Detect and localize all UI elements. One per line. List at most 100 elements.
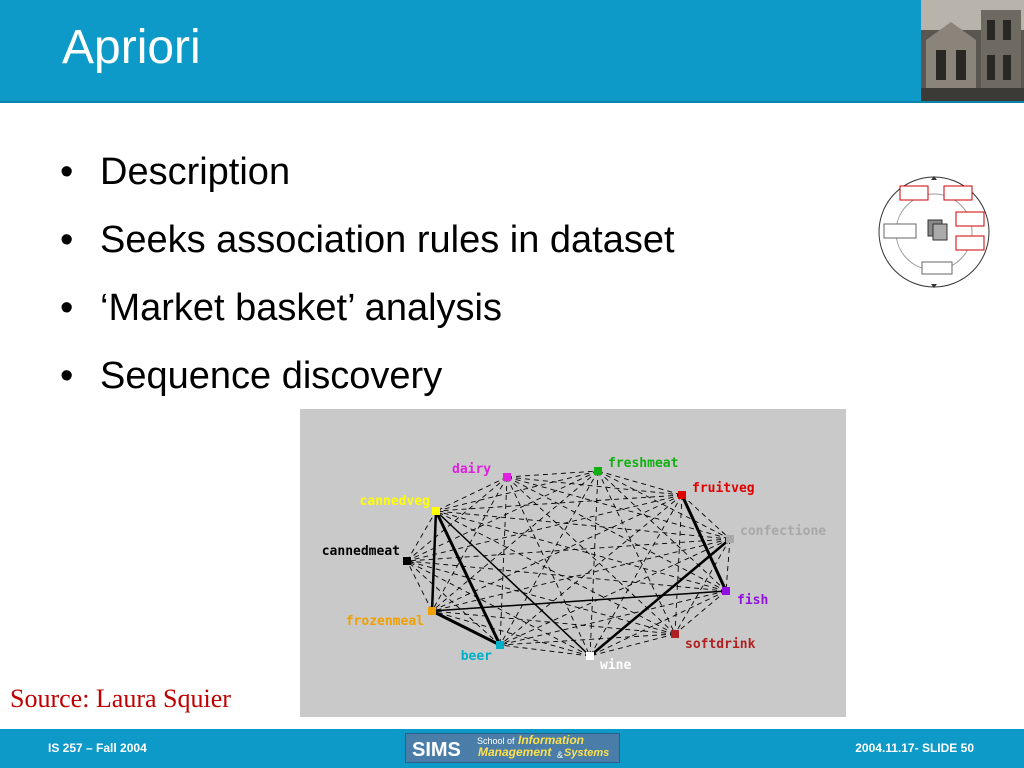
graph-node-marker: [586, 652, 594, 660]
graph-node-label: fish: [737, 593, 768, 608]
sims-logo-school-of: School of: [477, 736, 515, 746]
building-photo: [921, 0, 1024, 103]
sims-logo: SIMS School of Information Management & …: [405, 733, 620, 763]
association-edge-strong: [589, 538, 731, 657]
association-edge: [406, 494, 683, 562]
association-edge: [406, 560, 501, 646]
association-edge: [589, 590, 727, 657]
title-bar-divider: [0, 101, 1024, 103]
association-edge: [406, 510, 437, 562]
graph-node-label: confectione: [740, 524, 826, 539]
association-edge: [589, 470, 599, 657]
association-edge: [597, 470, 731, 540]
association-edge: [499, 476, 508, 646]
association-edge: [406, 560, 433, 612]
bullet-text: Seeks association rules in dataset: [100, 219, 675, 261]
graph-node-label: beer: [461, 649, 492, 664]
association-edge: [435, 476, 508, 512]
association-edge: [597, 470, 683, 496]
association-graph: dairy freshmeat fruitveg confectione fish sof…: [300, 409, 846, 717]
association-edge: [435, 470, 599, 512]
association-edge: [431, 470, 599, 612]
source-caption: Source: Laura Squier: [10, 684, 231, 713]
graph-node-marker: [403, 557, 411, 565]
association-edge: [499, 470, 599, 646]
graph-node-label: fruitveg: [692, 481, 755, 496]
bullet-dot-icon: •: [60, 219, 74, 261]
association-edge: [506, 470, 599, 478]
graph-node-label: softdrink: [685, 637, 756, 652]
graph-node-marker: [726, 535, 734, 543]
bullet-text: ‘Market basket’ analysis: [100, 287, 502, 329]
bullet-text: Description: [100, 151, 291, 193]
bullet-item: • Seeks association rules in dataset: [58, 214, 675, 282]
association-edge: [499, 494, 683, 646]
association-edge: [499, 538, 731, 646]
graph-node-marker: [671, 630, 679, 638]
association-edge: [725, 538, 731, 592]
graph-node-label: frozenmeal: [346, 614, 424, 629]
bullet-dot-icon: •: [60, 151, 74, 193]
bullet-item: • Description: [58, 146, 675, 214]
sims-logo-information: Information: [518, 733, 584, 747]
association-nodes: dairy freshmeat fruitveg confectione fish sof…: [322, 456, 827, 673]
association-edge-strong: [434, 510, 502, 646]
graph-node-marker: [678, 491, 686, 499]
graph-node-label: cannedmeat: [322, 544, 400, 559]
association-edge: [431, 610, 591, 657]
association-edge-strong: [431, 590, 727, 612]
graph-node-label: cannedveg: [360, 494, 430, 509]
association-edges-strong: [430, 494, 731, 657]
association-edge: [406, 470, 599, 562]
association-graph-svg: dairy freshmeat fruitveg confectione fish sof…: [322, 456, 827, 673]
sims-logo-ampersand: &: [557, 750, 564, 760]
bullet-item: • ‘Market basket’ analysis: [58, 282, 675, 350]
association-edge: [435, 494, 683, 512]
sims-logo-systems: Systems: [564, 747, 610, 759]
course-label: IS 257 – Fall 2004: [48, 741, 147, 755]
title-bar: Apriori: [0, 0, 1024, 103]
association-edge: [499, 644, 591, 657]
bullet-list: • Description • Seeks association rules in…: [58, 146, 675, 418]
association-edge: [681, 494, 731, 540]
association-edge: [589, 633, 676, 657]
association-edge-strong: [431, 609, 501, 647]
footer-bar: IS 257 – Fall 2004 SIMS School of Inform…: [0, 729, 1024, 768]
association-edge: [499, 633, 676, 646]
association-edge: [406, 560, 591, 657]
graph-node-label: freshmeat: [608, 456, 678, 471]
sims-logo-acronym: SIMS: [412, 739, 461, 761]
association-edge: [674, 590, 727, 635]
association-edge-strong: [430, 510, 438, 612]
graph-node-marker: [428, 607, 436, 615]
graph-node-marker: [503, 473, 511, 481]
graph-node-marker: [496, 641, 504, 649]
association-edge: [506, 476, 591, 657]
association-edge: [589, 494, 683, 657]
association-edge: [406, 476, 508, 562]
association-edge: [506, 476, 683, 496]
association-edge-strong: [680, 494, 728, 592]
graph-node-marker: [594, 467, 602, 475]
association-edge: [597, 470, 676, 635]
bullet-dot-icon: •: [60, 355, 74, 397]
association-edge-strong: [435, 510, 591, 657]
graph-node-marker: [722, 587, 730, 595]
slide-title: Apriori: [62, 21, 201, 74]
bullet-text: Sequence discovery: [100, 355, 443, 397]
association-edge: [431, 538, 731, 612]
bullet-dot-icon: •: [60, 287, 74, 329]
association-edge: [431, 476, 508, 612]
graph-node-label: wine: [600, 658, 631, 673]
graph-node-label: dairy: [452, 462, 491, 477]
association-edge: [674, 538, 731, 635]
association-edge: [431, 610, 676, 635]
sims-logo-management: Management: [478, 745, 552, 759]
slide-number: 2004.11.17- SLIDE 50: [855, 741, 974, 755]
data-mining-cycle-diagram-icon: [878, 176, 990, 288]
association-edge: [597, 470, 727, 592]
bullet-item: • Sequence discovery: [58, 350, 675, 418]
association-edge: [506, 476, 731, 540]
association-edge: [499, 590, 727, 646]
graph-node-marker: [432, 507, 440, 515]
